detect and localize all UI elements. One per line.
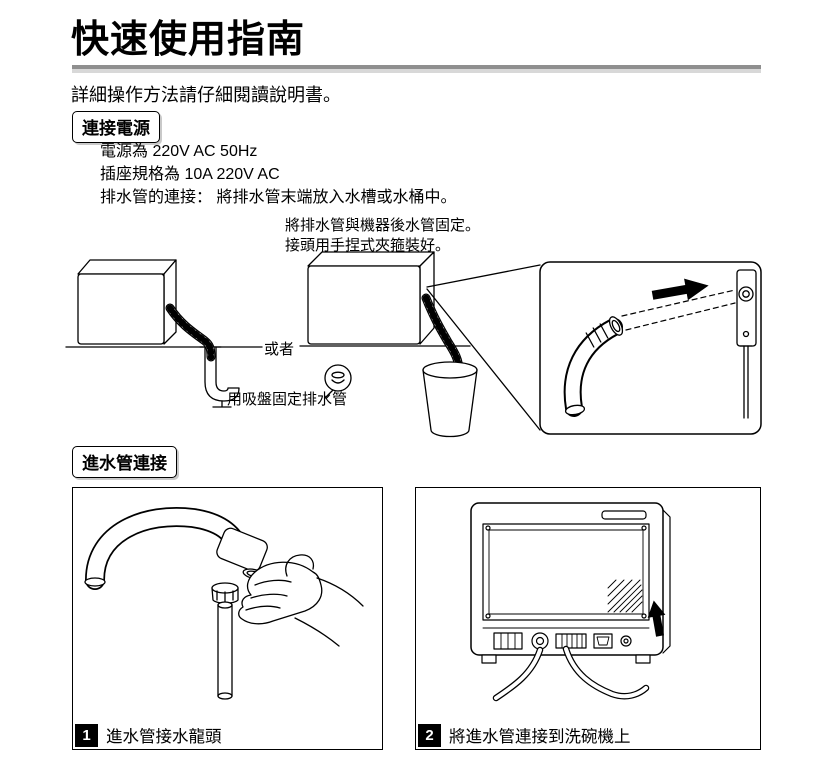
- step-2-panel: 2 將進水管連接到洗碗機上: [415, 487, 761, 750]
- suction-cup-icon: [324, 364, 352, 399]
- suction-cup-label: 用吸盤固定排水管: [227, 391, 348, 408]
- faucet-illustration: [84, 507, 364, 700]
- top-handle-slot: [601, 510, 647, 520]
- spout-head: [216, 527, 268, 572]
- power-spec-line-1: 電源為 220V AC 50Hz: [100, 143, 258, 160]
- connect-arrow-icon: [647, 600, 666, 637]
- bucket-illustration: [422, 361, 478, 438]
- machine-left-illustration: [77, 259, 177, 345]
- step-1-number-badge: 1: [75, 723, 98, 747]
- dishwasher-rear-illustration: [470, 502, 671, 702]
- drain-note-line-2: 接頭用手捏式夾箍裝好。: [285, 237, 451, 254]
- machine-right-illustration: [307, 251, 435, 345]
- step-1-panel: 1 進水管接水龍頭: [72, 487, 383, 750]
- step-2-caption: 將進水管連接到洗碗機上: [449, 728, 631, 746]
- alignment-dashes: [621, 289, 736, 331]
- step-1-caption: 進水管接水龍頭: [106, 728, 222, 746]
- power-spec-block: 電源為 220V AC 50Hz 插座規格為 10A 220V AC 排水管的連…: [100, 140, 456, 209]
- step-2-number-badge: 2: [418, 723, 441, 747]
- callout-lines: [426, 264, 541, 431]
- power-spec-line-3: 排水管的連接： 將排水管末端放入水槽或水桶中。: [100, 189, 457, 206]
- inlet-hose: [217, 601, 233, 700]
- drain-overview-illustration: [65, 251, 762, 438]
- power-socket: [593, 633, 613, 649]
- step-1-caption-row: 1 進水管接水龍頭: [75, 723, 222, 747]
- or-label: 或者: [264, 341, 295, 358]
- hand-illustration: [238, 554, 364, 647]
- direction-arrow-icon: [651, 278, 709, 301]
- drain-detail-box: [539, 261, 762, 435]
- intro-text: 詳細操作方法請仔細閱讀說明書。: [71, 85, 341, 105]
- machine-hoses: [492, 645, 650, 702]
- power-section-heading: 連接電源: [72, 111, 160, 143]
- page-title: 快速使用指南: [71, 19, 306, 61]
- drain-note-line-1: 將排水管與機器後水管固定。: [285, 217, 481, 234]
- inlet-section-heading: 進水管連接: [72, 446, 177, 478]
- drain-hose-left: [165, 303, 216, 362]
- drain-elbow-illustration: [563, 316, 624, 417]
- back-panel: [482, 523, 650, 621]
- power-spec-line-2: 插座規格為 10A 220V AC: [100, 166, 280, 183]
- drain-note: 將排水管與機器後水管固定。 接頭用手捏式夾箍裝好。: [285, 216, 480, 256]
- wall-outlet-illustration: [736, 269, 757, 419]
- step-2-caption-row: 2 將進水管連接到洗碗機上: [418, 723, 631, 747]
- hose-coupling: [211, 582, 239, 604]
- title-divider: [72, 65, 761, 73]
